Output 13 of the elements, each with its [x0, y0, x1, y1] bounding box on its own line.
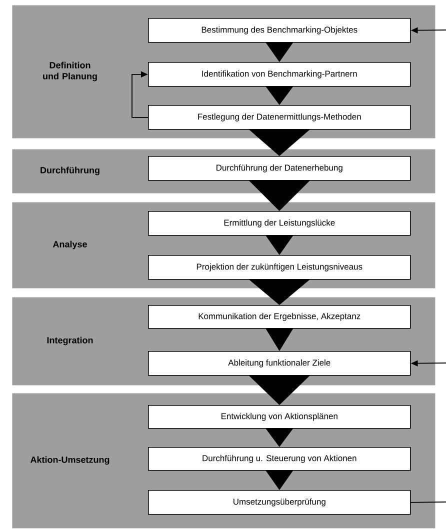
feedback-arrow — [132, 71, 148, 118]
process-box: Durchführung der Datenerhebung — [148, 156, 411, 181]
process-box: Identifikation von Benchmarking-Partnern — [148, 62, 411, 87]
process-box: Entwicklung von Aktionsplänen — [148, 405, 411, 429]
feedback-line — [410, 502, 446, 503]
process-box: Umsetzungsüberprüfung — [148, 490, 411, 515]
process-box: Kommunikation der Ergebnisse, Akzeptanz — [148, 305, 411, 329]
process-box: Projektion der zukünftigen Leistungsniveaus — [148, 255, 411, 280]
process-box: Festlegung der Datenermittlungs-Methoden — [148, 105, 411, 130]
process-box: Ermittlung der Leistungslücke — [148, 211, 411, 236]
process-box: Bestimmung des Benchmarking-Objektes — [148, 18, 411, 43]
process-box: Ableitung funktionaler Ziele — [148, 351, 411, 376]
process-box: Durchführung u. Steuerung von Aktionen — [148, 447, 411, 471]
